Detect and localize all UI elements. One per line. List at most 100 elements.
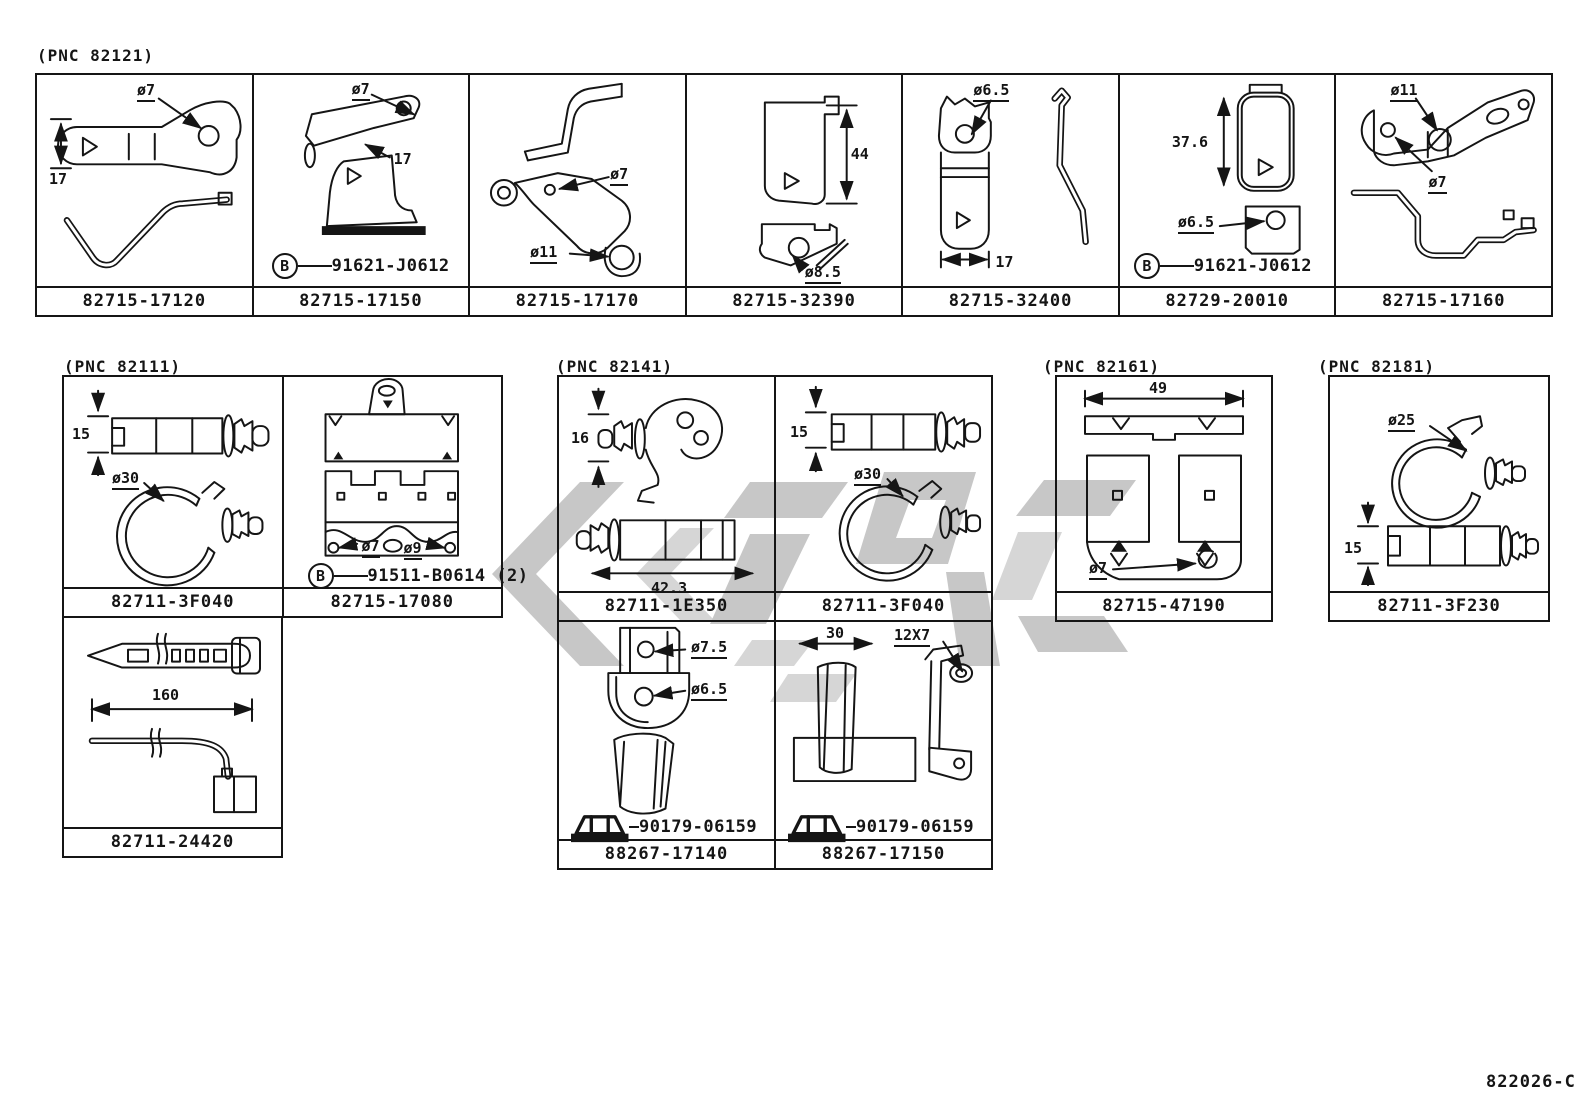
part-drawing: ø25 15 xyxy=(1330,377,1548,591)
part-drawing: 16 42.3 xyxy=(559,377,774,596)
part-cell: 160 82711-24420 xyxy=(64,618,281,856)
drawing-88267-17150 xyxy=(792,636,974,783)
dimension-label: 17 xyxy=(393,150,412,168)
hardware-badge: B xyxy=(1133,253,1160,279)
part-number: 82711-3F040 xyxy=(64,587,282,616)
part-cell: ø7 ø11 82715-17170 xyxy=(470,75,687,315)
drawing-82711-3F040 xyxy=(87,389,270,587)
dimension-label: ø6.5 xyxy=(973,83,1010,102)
part-number: 88267-17140 xyxy=(559,839,774,868)
dimension-label: ø7.5 xyxy=(691,640,728,659)
pnc-label: (PNC 82121) xyxy=(37,46,154,65)
parts-table-82121: ø7 17 82715-17120 ø7 17 xyxy=(35,73,1553,317)
pnc-label: (PNC 82161) xyxy=(1043,357,1160,376)
dimension-label: 16 xyxy=(571,429,590,447)
drawing-82715-32400 xyxy=(938,87,1090,269)
part-drawing: ø7 ø11 xyxy=(470,75,685,286)
dimension-label: ø7 xyxy=(137,83,156,102)
part-number: 82715-17120 xyxy=(37,286,252,315)
part-number: 82711-24420 xyxy=(64,827,281,856)
dimension-label: 17 xyxy=(995,253,1014,271)
hardware-callout: 90179-06159 xyxy=(571,810,757,844)
hardware-callout: B 91621-J0612 xyxy=(1133,253,1312,279)
drawing-82711-1E350 xyxy=(575,387,755,581)
parts-table-82111: 15 ø30 82711-3F040 xyxy=(62,375,528,618)
dimension-label: ø7 xyxy=(610,167,629,186)
leader-line xyxy=(1159,265,1194,267)
drawing-82711-3F040-b xyxy=(804,385,982,582)
part-cell: ø6.5 17 82715-32400 xyxy=(903,75,1120,315)
part-drawing: ø7 17 xyxy=(37,75,252,286)
part-drawing: 44 ø8.5 xyxy=(687,75,902,286)
nut-icon xyxy=(571,815,629,843)
drawing-82715-47190 xyxy=(1083,389,1245,581)
parts-table-82181: ø25 15 82711-3F230 xyxy=(1328,375,1550,622)
part-drawing: 160 xyxy=(64,618,281,827)
leader-line xyxy=(333,575,368,577)
part-drawing: ø7.5 ø6.5 90179-06159 xyxy=(559,622,774,843)
drawing-82711-24420 xyxy=(87,632,261,814)
dimension-label: 12X7 xyxy=(894,628,931,647)
part-cell: 16 42.3 82711-1E350 xyxy=(559,377,776,620)
dimension-label: 17 xyxy=(49,170,68,188)
nut-icon xyxy=(788,815,846,843)
part-drawing: ø11 ø7 xyxy=(1336,75,1551,286)
dimension-label: ø9 xyxy=(403,541,422,560)
part-drawing: 15 ø30 xyxy=(64,377,282,587)
hardware-part-number: 90179-06159 xyxy=(639,816,758,837)
dimension-label: 37.6 xyxy=(1171,133,1209,151)
dimension-label: ø8.5 xyxy=(804,265,841,284)
part-number: 88267-17150 xyxy=(776,839,991,868)
part-cell: ø11 ø7 82715-17160 xyxy=(1336,75,1552,315)
leader-line xyxy=(628,825,639,828)
dimension-label: ø30 xyxy=(854,467,882,486)
parts-table-82141-row2: ø7.5 ø6.5 90179-06159 88267-17140 xyxy=(557,620,993,870)
part-drawing: 15 ø30 xyxy=(776,377,991,591)
dimension-label: ø11 xyxy=(1390,83,1418,102)
pnc-label: (PNC 82181) xyxy=(1318,357,1435,376)
hardware-badge: B xyxy=(271,253,298,279)
drawing-82715-17080 xyxy=(324,377,459,557)
dimension-label: ø7 xyxy=(1089,561,1108,580)
part-cell: ø7 17 82715-17120 xyxy=(37,75,254,315)
part-number: 82711-1E350 xyxy=(559,591,774,620)
part-number: 82711-3F040 xyxy=(776,591,991,620)
part-number: 82715-17080 xyxy=(283,587,501,616)
drawing-82715-17150 xyxy=(303,93,426,235)
part-number: 82715-32400 xyxy=(903,286,1118,315)
drawing-82715-17120 xyxy=(49,97,242,269)
dimension-label: 49 xyxy=(1149,379,1168,397)
part-drawing: ø6.5 17 xyxy=(903,75,1118,286)
dimension-label: ø25 xyxy=(1388,413,1416,432)
part-number: 82715-17150 xyxy=(253,286,469,315)
dimension-label: ø7 xyxy=(1428,175,1447,194)
part-number: 82715-32390 xyxy=(686,286,902,315)
parts-table-82161: 49 ø7 82715-47190 xyxy=(1055,375,1273,622)
dimension-label: 42.3 xyxy=(651,579,688,597)
part-number: 82715-47190 xyxy=(1057,591,1271,620)
hardware-part-number: 90179-06159 xyxy=(856,816,975,837)
dimension-label: ø6.5 xyxy=(691,682,728,701)
parts-table-82141: 16 42.3 82711-1E350 xyxy=(557,375,993,622)
dimension-label: 15 xyxy=(790,423,809,441)
drawing-82711-3F230 xyxy=(1357,415,1539,587)
part-number: 82715-17170 xyxy=(470,286,685,315)
hardware-part-number: 91621-J0612 xyxy=(331,256,450,276)
drawing-82715-32390 xyxy=(758,95,858,274)
dimension-label: 44 xyxy=(850,145,869,163)
dimension-label: 15 xyxy=(72,425,91,443)
hardware-part-number: 91621-J0612 xyxy=(1193,256,1312,276)
part-number: 82729-20010 xyxy=(1119,286,1335,315)
part-cell: 15 ø30 82711-3F040 xyxy=(64,377,284,616)
watermark-logo xyxy=(492,472,1136,702)
hardware-callout: 90179-06159 xyxy=(788,810,974,844)
dimension-label: ø30 xyxy=(112,471,140,490)
parts-table-82111-row2: 160 82711-24420 xyxy=(62,616,283,858)
